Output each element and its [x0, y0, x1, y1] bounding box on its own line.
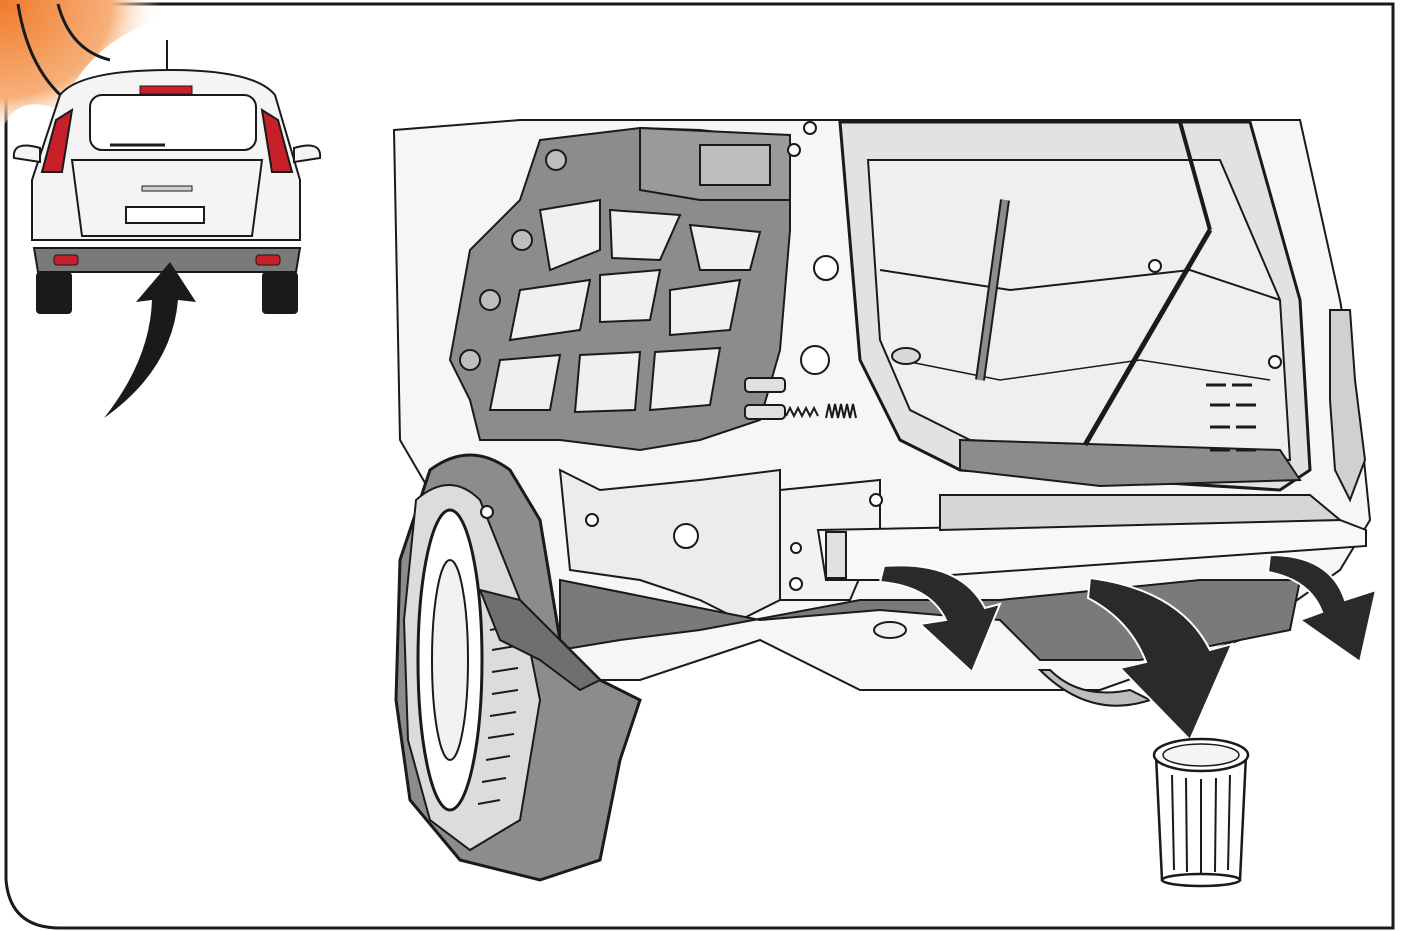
pointer-arrow-icon [104, 262, 196, 418]
wheel-icon [394, 453, 642, 882]
rear-quarter-detail [392, 119, 1372, 882]
lamp-bracket [448, 126, 857, 452]
vent-slots [1206, 383, 1256, 452]
figure-frame [4, 2, 1395, 930]
boot-opening [838, 120, 1312, 492]
trash-bin-icon [1152, 737, 1250, 888]
removal-arrow-icon [878, 553, 1378, 742]
locator-car-icon [12, 40, 322, 314]
bumper-beam [816, 494, 1367, 581]
